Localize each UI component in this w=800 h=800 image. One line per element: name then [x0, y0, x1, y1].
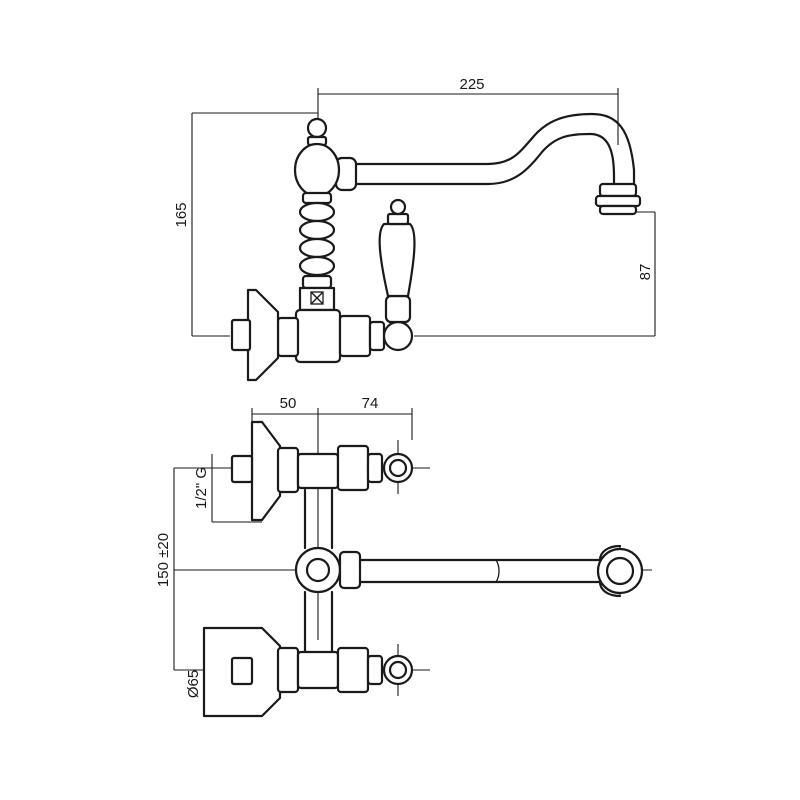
dim-overall-height: 165 — [173, 202, 190, 227]
upper-inlet — [230, 420, 414, 522]
wall-connection — [230, 288, 386, 382]
lower-inlet — [202, 626, 414, 718]
finial-knob — [306, 117, 328, 139]
body-column — [293, 117, 341, 312]
spout-top-view — [358, 544, 644, 598]
lever-handle — [378, 198, 416, 352]
lower-valve-cap — [382, 654, 414, 686]
dim-offset-left: 50 — [280, 395, 297, 412]
top-view: 50 74 1/2" G 150 ±20 Ø65 — [155, 395, 652, 718]
wall-pipe — [230, 318, 252, 352]
spout-swivel — [294, 546, 342, 594]
dim-spout-reach: 225 — [459, 76, 484, 93]
side-view: 225 165 87 — [173, 76, 656, 382]
central-body — [294, 488, 362, 654]
dim-spout-height: 87 — [637, 264, 654, 281]
dim-connection-thread: 1/2" G — [193, 467, 210, 509]
lever-ceramic-grip — [378, 222, 416, 298]
dim-offset-right: 74 — [362, 395, 379, 412]
body-square-block — [298, 286, 336, 312]
spout-aerator — [598, 182, 638, 198]
wall-flange — [246, 288, 280, 382]
upper-valve-cap — [382, 452, 414, 484]
spout — [334, 112, 642, 216]
dim-flange-diameter: Ø65 — [185, 670, 202, 698]
dim-centre-distance: 150 ±20 — [155, 533, 172, 587]
side-view-dimension-lines — [191, 88, 656, 337]
upper-wall-flange — [250, 420, 282, 522]
spout-aerator-top — [596, 547, 644, 595]
